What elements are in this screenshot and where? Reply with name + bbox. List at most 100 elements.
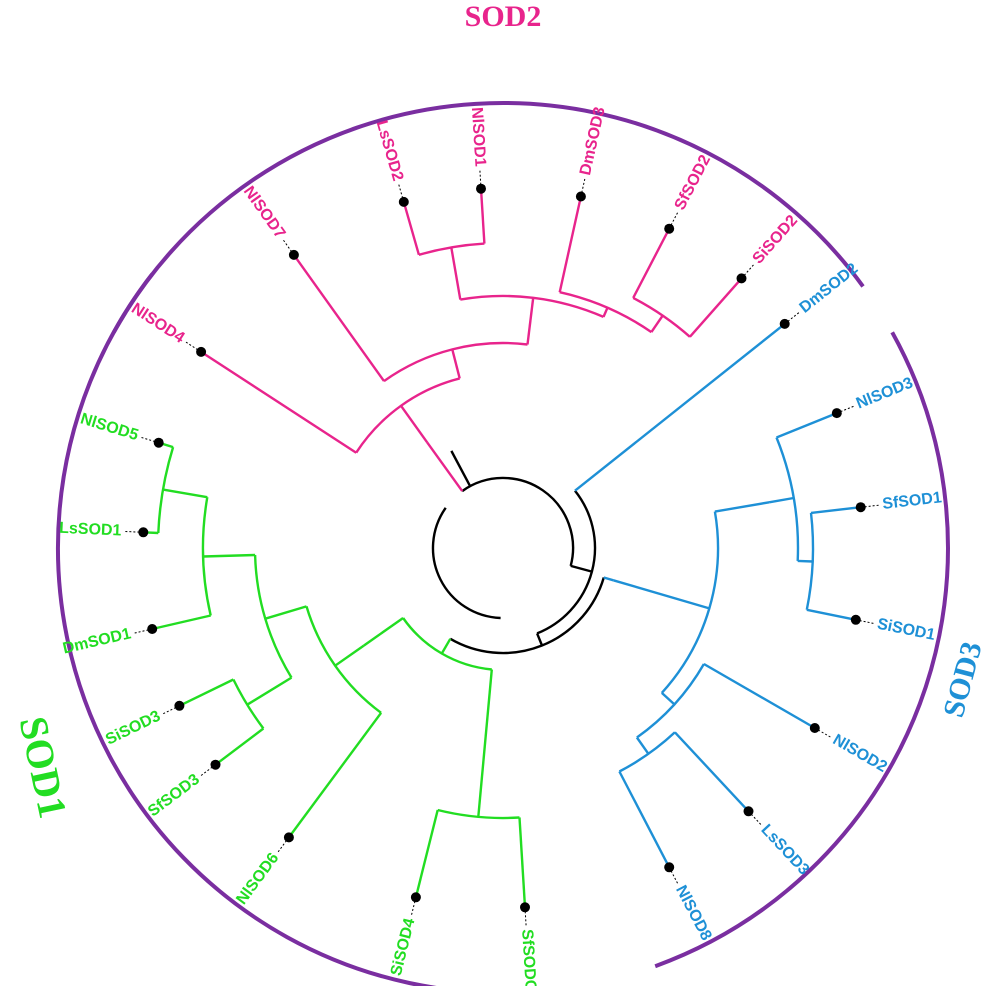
branch-arc [805,512,815,611]
leaf-branch [178,678,234,707]
leaf-tip-node [283,832,294,843]
branch-arc [632,296,691,338]
leaf-connector [479,170,482,189]
leaf-connector [125,531,144,533]
branch-arc [201,496,212,616]
leaf-label-nlsod6: NlSOD6 [233,850,282,908]
leaf-tip-node [736,273,747,284]
leaf-label-sisod1: SiSOD1 [876,616,937,644]
leaf-tip-node [196,346,207,357]
leaf-tip-node [476,183,486,194]
internal-branch [477,669,493,818]
group-label-sod2: SOD2 [465,0,542,33]
internal-branch [613,579,710,610]
leaf-label-lssod3: LsSOD3 [757,821,812,878]
leaf-label-lssod2: LsSOD2 [373,119,407,184]
internal-branch [246,676,293,706]
leaf-connector [814,727,831,738]
branch-arc [418,242,485,256]
internal-branch [440,638,452,655]
leaf-branch [810,506,861,515]
leaf-connector [398,184,405,203]
group-label-sod1: SOD1 [11,713,76,822]
leaf-connector [283,239,295,256]
leaf-connector [668,212,678,229]
branch-arc [559,291,653,334]
internal-branch [400,405,429,444]
leaf-connector [524,907,527,926]
leaf-tip-node [664,223,675,234]
leaf-label-nlsod3: NlSOD3 [854,374,916,412]
internal-branch [768,496,794,504]
leaf-tip-node [410,892,421,903]
leaf-connector [185,341,202,353]
group-label-sod3: SOD3 [937,638,989,721]
internal-branch [602,307,609,318]
leaf-branch [632,228,671,299]
branch-arc [305,606,382,714]
leaf-branch [618,770,671,868]
branch-arc [461,476,575,567]
internal-branch [535,632,544,646]
leaf-connector [784,312,800,325]
leaf-connector [200,764,216,776]
branch-arc [618,731,676,773]
leaf-tip-node [743,806,754,817]
leaf-connector [836,405,854,414]
internal-branch [451,349,461,379]
branch-arc [253,554,293,679]
leaf-label-nlsod4: NlSOD4 [128,300,187,347]
leaf-connector [668,867,678,884]
leaf-branch [806,608,857,621]
leaf-label-sfsod1: SfSOD1 [882,489,943,513]
leaf-branch [214,727,265,766]
internal-branch [570,564,593,573]
leaf-connector [411,897,417,915]
leaf-branch [674,731,750,813]
leaf-label-sfsod3: SfSOD3 [145,771,203,821]
branch-arc [383,341,528,383]
leaf-branch [574,322,786,492]
leaf-connector [141,437,159,444]
leaf-label-lssod1: LsSOD1 [59,520,122,540]
branch-arc [232,678,265,730]
internal-branch [334,644,365,667]
leaf-branch [776,411,838,439]
leaf-branch [689,277,743,338]
internal-branch [714,501,770,513]
branch-arc [437,808,520,820]
leaf-label-nlsod5: NlSOD5 [78,410,140,444]
leaf-label-nlsod8: NlSOD8 [672,883,715,944]
leaf-label-sfsod2: SfSOD2 [672,152,715,213]
internal-branch [603,576,614,582]
leaf-branch [558,196,583,293]
branch-arc [460,294,604,319]
leaf-branch [151,614,211,631]
leaf-label-nlsod1: NlSOD1 [468,107,489,168]
leaf-connector [741,264,754,279]
internal-branch [203,553,256,558]
leaf-connector [163,705,180,715]
internal-branch [650,314,664,333]
leaf-label-nlsod2: NlSOD2 [830,731,890,776]
leaf-tip-node [520,902,530,913]
branch-arc [660,511,720,694]
internal-branch [450,247,462,300]
leaf-branch [518,817,527,908]
branch-arc [636,663,705,739]
leaf-branch [703,662,816,730]
internal-branch [635,736,650,755]
bracket-sod2 [112,101,865,334]
leaf-connector [277,837,290,853]
branch-arc [449,577,605,655]
leaf-label-sisod3: SiSOD3 [103,708,163,749]
branch-arc [402,617,492,671]
leaf-label-sisod2: SiSOD2 [750,212,802,267]
leaf-label-nlsod7: NlSOD7 [240,183,289,241]
leaf-connector [134,628,153,634]
internal-branch [797,559,813,563]
branch-arc [536,489,597,635]
internal-branch [264,605,307,620]
